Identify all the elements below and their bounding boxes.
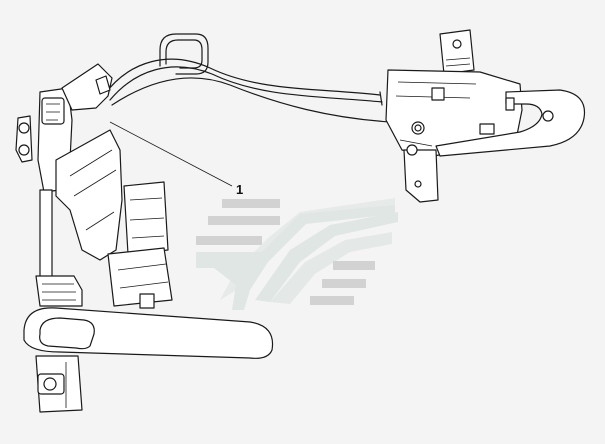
control-cables	[103, 33, 391, 123]
publisher-logo-watermark	[196, 198, 398, 310]
callout-number-1: 1	[236, 182, 243, 197]
inner-handle-assembly	[385, 29, 586, 203]
leader-line-1	[109, 121, 233, 187]
outer-handle-assembly	[15, 63, 274, 413]
